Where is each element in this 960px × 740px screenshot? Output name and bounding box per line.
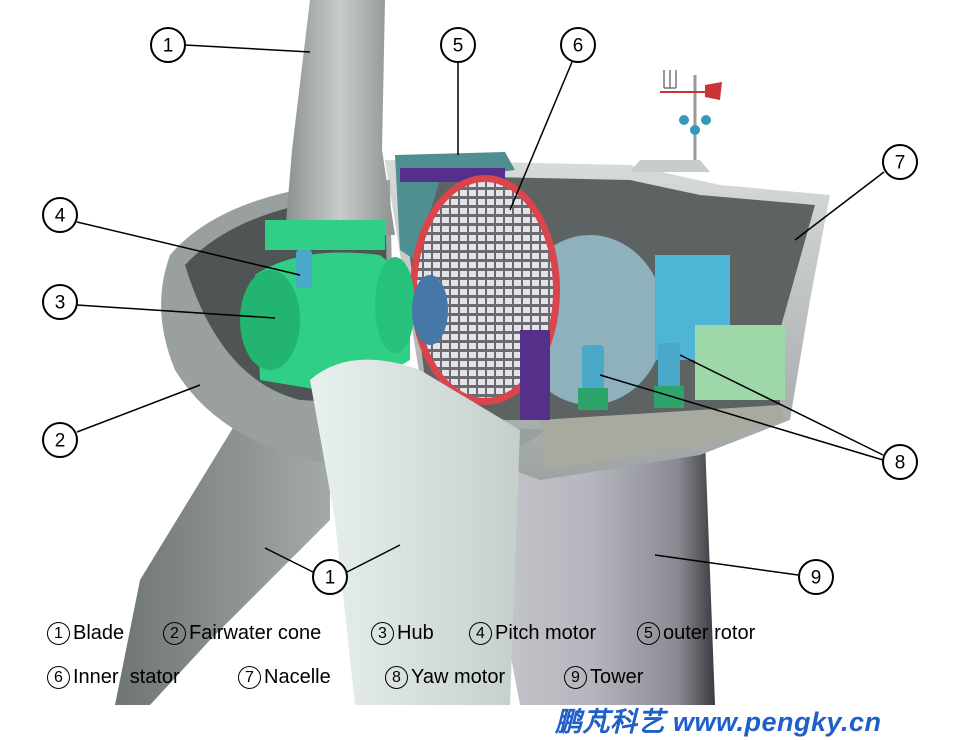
svg-text:8: 8 [895,453,906,474]
pitch-motor [296,250,312,288]
legend-number: 5 [637,622,660,645]
legend-number: 8 [385,666,408,689]
hub [240,220,448,395]
svg-text:4: 4 [55,206,66,227]
watermark: 鹏芃科艺 www.pengky.cn [555,707,882,737]
callout-1-bottom: 1 [312,559,348,595]
callout-4: 4 [42,197,78,233]
yaw-motor-right [654,343,684,408]
svg-text:1: 1 [163,36,174,57]
legend-label: Blade [73,622,125,644]
callout-9: 9 [798,559,834,595]
callout-8: 8 [882,444,918,480]
legend-label: Tower [590,666,644,688]
legend-label: Inner stator [73,666,180,688]
legend-label: Yaw motor [411,666,506,688]
blade-top [285,0,395,235]
legend-number: 9 [564,666,587,689]
svg-text:2: 2 [55,431,66,452]
blade-lower-center [310,359,520,705]
legend-number: 2 [163,622,186,645]
rotor-bottom [520,330,550,420]
legend-label: outer rotor [663,622,756,644]
roof-box [630,160,710,172]
legend-label: Hub [397,622,434,644]
control-cabinet-green [695,325,785,400]
legend-label: Nacelle [264,666,331,688]
anemometer-mast [660,70,722,160]
main-shaft [412,275,448,345]
svg-text:1: 1 [325,568,336,589]
callout-3: 3 [42,284,78,320]
svg-text:9: 9 [811,568,822,589]
callout-7: 7 [882,144,918,180]
svg-text:3: 3 [55,293,66,314]
svg-text:5: 5 [453,36,464,57]
leader-lines [76,44,885,576]
svg-text:6: 6 [573,36,584,57]
svg-text:7: 7 [895,153,906,174]
yaw-motor-left [578,345,608,410]
legend-number: 6 [47,666,70,689]
legend-label: Fairwater cone [189,622,322,644]
legend-number: 1 [47,622,70,645]
callout-1-top: 1 [150,27,186,63]
callout-6: 6 [560,27,596,63]
callout-2: 2 [42,422,78,458]
stator-coils [417,182,553,398]
legend-number: 3 [371,622,394,645]
legend-number: 7 [238,666,261,689]
callout-5: 5 [440,27,476,63]
legend-number: 4 [469,622,492,645]
nacelle-floor [540,405,785,470]
legend-label: Pitch motor [495,622,597,644]
